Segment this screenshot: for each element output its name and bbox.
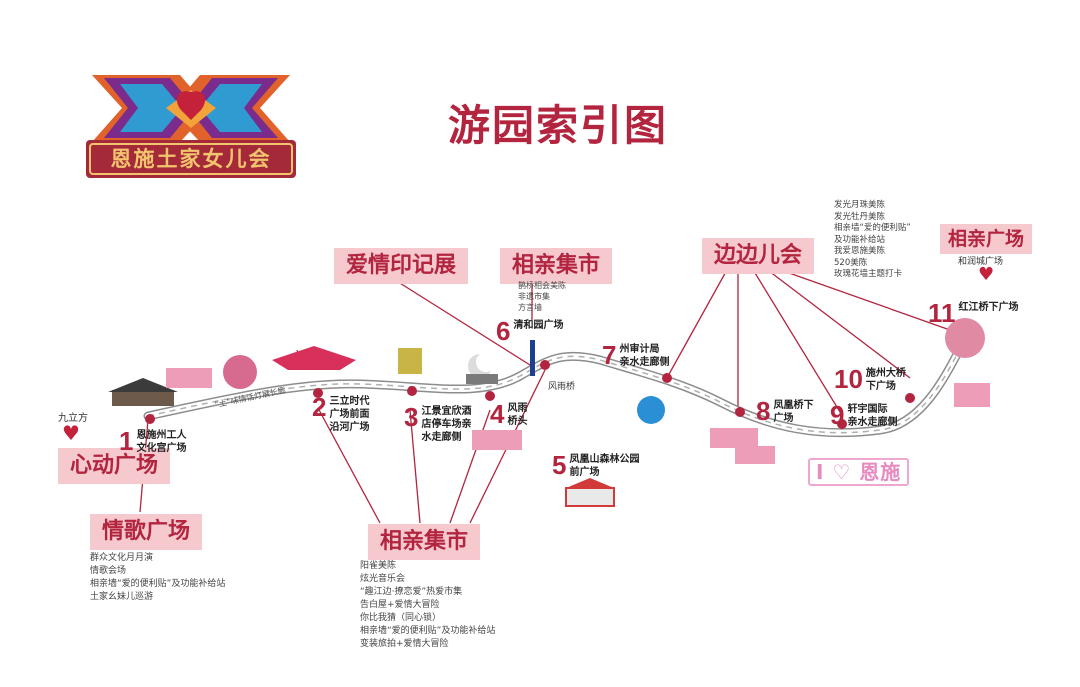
section-xiangqin-right[interactable]: 相亲广场	[940, 224, 1033, 254]
route-label-fengyu: 风雨桥	[548, 382, 576, 392]
stop-1[interactable]: 1 恩施州工人 文化宫广场	[119, 428, 186, 455]
stop-label: 江景宜欣酒 店停车场亲 水走廊侧	[421, 406, 472, 443]
heart-icon-right: ♥	[978, 264, 995, 285]
stop-9[interactable]: 9 轩宇国际 亲水走廊侧	[830, 402, 897, 429]
stop-6[interactable]: 6 清和园广场	[496, 318, 563, 344]
stop-label: 凤凰桥下 广场	[773, 400, 814, 424]
stop-6-pillar	[530, 340, 535, 376]
stop-number: 8	[756, 396, 771, 426]
stop-label: 州审计局 亲水走廊侧	[619, 344, 670, 368]
stop-number: 6	[496, 316, 511, 346]
stop-label: 施州大桥 下广场	[865, 368, 906, 392]
stop-4[interactable]: 4 风雨 桥头	[490, 401, 527, 428]
notes-qingge: 群众文化月月演 情歌会场 相亲墙“爱的便利贴”及功能补给站 土家幺妹儿巡游	[90, 553, 226, 602]
ilove-sign: I ♡ 恩施	[808, 458, 910, 486]
heart-icon: ♥	[62, 421, 80, 445]
stop-number: 10	[834, 364, 863, 394]
stop-number: 7	[602, 340, 617, 370]
stop-5[interactable]: 5 凤凰山森林公园 前广场	[552, 452, 639, 479]
stop-label: 凤凰山森林公园 前广场	[569, 454, 640, 478]
stop-label: 清和园广场	[513, 320, 564, 331]
stop-number: 9	[830, 400, 845, 430]
stop-number: 11	[928, 298, 956, 328]
thumbnails	[108, 318, 990, 507]
section-biabianer[interactable]: 边边儿会	[702, 238, 815, 274]
stop-number: 2	[312, 392, 327, 422]
section-xiangqin-top[interactable]: 相亲集市	[500, 248, 613, 284]
stop-label: 风雨 桥头	[507, 403, 528, 427]
section-xiangqin-bottom[interactable]: 相亲集市	[368, 524, 481, 560]
section-qingge[interactable]: 情歌广场	[90, 514, 203, 550]
page-title: 游园索引图	[448, 101, 669, 150]
jiulifang-label: 九立方	[58, 413, 88, 424]
stop-number: 1	[119, 426, 134, 456]
stop-10[interactable]: 10 施州大桥 下广场	[834, 366, 906, 393]
stop-3[interactable]: 3 江景宜欣酒 店停车场亲 水走廊侧	[404, 404, 471, 444]
stop-number: 3	[404, 402, 419, 432]
notes-biabianer: 发光月珠美陈 发光牡丹美陈 相亲墙“爱的便利贴” 及功能补给站 我爱恩施美陈 5…	[834, 200, 911, 279]
connector-lines	[139, 267, 951, 524]
stop-label: 三立时代 广场前面 沿河广场	[329, 396, 370, 433]
logo-emblem	[86, 75, 296, 178]
loves-sign: LOVES	[296, 349, 322, 357]
section-aiqing[interactable]: 爱情印记展	[334, 248, 469, 284]
stop-8[interactable]: 8 凤凰桥下 广场	[756, 398, 813, 425]
logo-text: 恩施土家女儿会	[110, 147, 272, 171]
stop-2[interactable]: 2 三立时代 广场前面 沿河广场	[312, 394, 369, 434]
stop-7[interactable]: 7 州审计局 亲水走廊侧	[602, 342, 669, 369]
stop-label: 恩施州工人 文化宫广场	[136, 430, 187, 454]
stop-11[interactable]: 11 红江桥下广场	[928, 300, 1019, 326]
notes-xiangqin-top: 鹊桥相会美陈 非遗市集 方言墙	[518, 281, 566, 312]
stop-label: 红江桥下广场	[958, 302, 1019, 313]
stop-label: 轩宇国际 亲水走廊侧	[847, 404, 898, 428]
hejuncheng-label: 和润城广场	[958, 257, 1004, 267]
stop-number: 5	[552, 450, 567, 480]
stop-number: 4	[490, 399, 505, 429]
section-xindong[interactable]: 心动广场	[58, 448, 171, 484]
notes-xiangqin-bottom: 阳雀美陈 炫光音乐会 “趣江边·撩恋爱”热爱市集 告白屋+爱情大冒险 你比我猜（…	[360, 561, 496, 649]
